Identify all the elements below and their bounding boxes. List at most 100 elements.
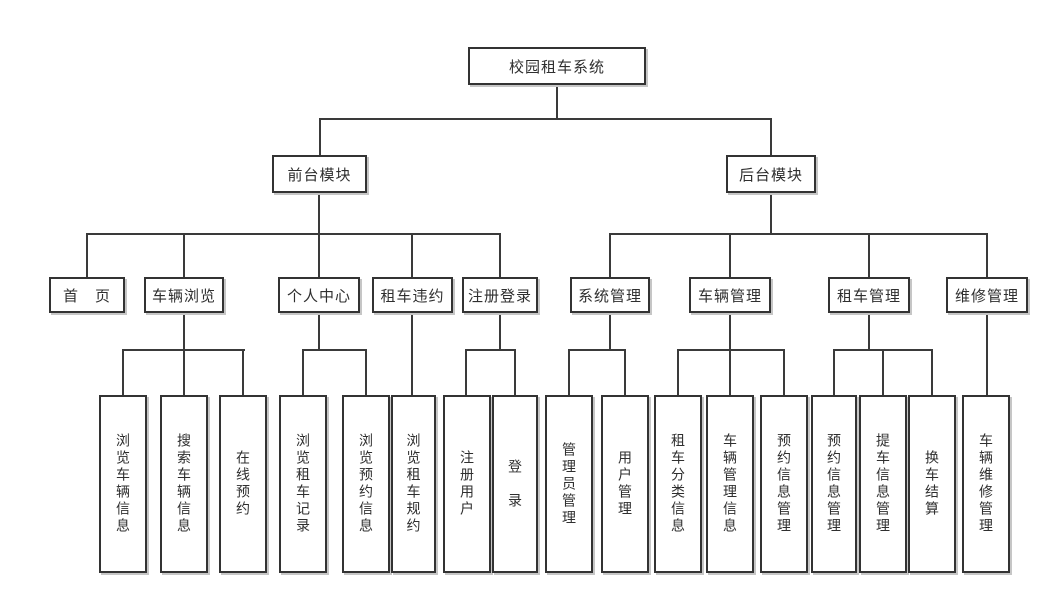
node-label: 前台模块	[287, 166, 352, 184]
connector-line	[499, 233, 501, 278]
leaf-browse-vehicle-info: 浏览车辆信息	[99, 395, 147, 573]
leaf-label: 预约信息管理	[776, 433, 792, 535]
leaf-label: 搜索车辆信息	[176, 433, 192, 535]
node-label: 车辆浏览	[151, 287, 216, 305]
connector-line	[242, 349, 244, 396]
node-label: 维修管理	[954, 287, 1019, 305]
connector-line	[677, 349, 679, 396]
node-label: 后台模块	[738, 166, 803, 184]
node-vehicle-browse: 车辆浏览	[144, 277, 224, 313]
connector-line	[568, 349, 570, 396]
connector-line	[122, 349, 124, 396]
node-personal-center: 个人中心	[278, 277, 360, 313]
node-maintenance-mgmt: 维修管理	[946, 277, 1028, 313]
node-root: 校园租车系统	[468, 47, 646, 85]
node-label: 首 页	[62, 287, 111, 305]
node-vehicle-mgmt: 车辆管理	[689, 277, 771, 313]
node-label: 注册登录	[467, 287, 532, 305]
connector-line	[833, 349, 835, 396]
node-root-label: 校园租车系统	[508, 58, 605, 76]
connector-line	[411, 312, 413, 396]
connector-line	[465, 349, 467, 396]
leaf-label: 车辆管理信息	[722, 433, 738, 535]
connector-line	[411, 233, 413, 278]
leaf-label: 注册用户	[459, 450, 475, 518]
leaf-admin-mgmt: 管理员管理	[545, 395, 593, 573]
node-rental-breach: 租车违约	[372, 277, 453, 313]
node-label: 系统管理	[577, 287, 642, 305]
leaf-label: 浏览租车记录	[295, 433, 311, 535]
leaf-label: 浏览预约信息	[358, 433, 374, 535]
leaf-label: 在线预约	[235, 450, 251, 518]
connector-line	[770, 118, 772, 155]
connector-line	[783, 349, 785, 396]
connector-line	[183, 312, 185, 350]
node-register-login: 注册登录	[462, 277, 538, 313]
connector-line	[318, 192, 320, 234]
connector-line	[319, 118, 772, 120]
leaf-label: 换车结算	[924, 450, 940, 518]
node-system-mgmt: 系统管理	[570, 277, 650, 313]
leaf-user-mgmt: 用户管理	[601, 395, 649, 573]
connector-line	[986, 312, 988, 396]
connector-line	[465, 349, 516, 351]
node-label: 个人中心	[286, 287, 351, 305]
leaf-reservation-info-mgmt-1: 预约信息管理	[760, 395, 808, 573]
leaf-label: 浏览车辆信息	[115, 433, 131, 535]
connector-line	[302, 349, 304, 396]
node-label: 租车违约	[380, 287, 445, 305]
leaf-reservation-info-mgmt-2: 预约信息管理	[811, 395, 857, 573]
leaf-search-vehicle-info: 搜索车辆信息	[160, 395, 208, 573]
connector-line	[677, 349, 785, 351]
leaf-label: 提车信息管理	[875, 433, 891, 535]
leaf-browse-rental-records: 浏览租车记录	[279, 395, 327, 573]
leaf-browse-rental-rules: 浏览租车规约	[391, 395, 436, 573]
connector-line	[729, 349, 731, 396]
connector-line	[183, 233, 185, 278]
leaf-label: 浏览租车规约	[405, 433, 422, 535]
node-front-module: 前台模块	[272, 155, 367, 193]
leaf-label: 用户管理	[617, 450, 633, 518]
leaf-rental-category-info: 租车分类信息	[654, 395, 702, 573]
leaf-label: 租车分类信息	[670, 433, 686, 535]
connector-line	[318, 233, 320, 278]
node-label: 车辆管理	[697, 287, 762, 305]
connector-line	[729, 312, 731, 350]
connector-line	[318, 312, 320, 350]
leaf-browse-reservation-info: 浏览预约信息	[342, 395, 390, 573]
connector-line	[302, 349, 367, 351]
connector-line	[609, 233, 988, 235]
leaf-label: 车辆维修管理	[978, 433, 994, 535]
connector-line	[729, 233, 731, 278]
connector-line	[609, 312, 611, 350]
connector-line	[499, 312, 501, 350]
node-home: 首 页	[49, 277, 125, 313]
node-rental-mgmt: 租车管理	[828, 277, 910, 313]
leaf-label: 管理员管理	[561, 441, 577, 527]
connector-line	[568, 349, 626, 351]
connector-line	[770, 192, 772, 234]
leaf-online-reservation: 在线预约	[219, 395, 267, 573]
connector-line	[556, 84, 558, 120]
connector-line	[931, 349, 933, 396]
connector-line	[319, 118, 321, 155]
connector-line	[183, 349, 185, 396]
node-back-module: 后台模块	[726, 155, 816, 193]
leaf-label: 预约信息管理	[826, 433, 842, 535]
leaf-register-user: 注册用户	[443, 395, 491, 573]
leaf-label: 登 录	[507, 458, 523, 510]
connector-line	[609, 233, 611, 278]
connector-line	[365, 349, 367, 396]
connector-line	[882, 349, 884, 396]
leaf-vehicle-mgmt-info: 车辆管理信息	[706, 395, 754, 573]
connector-line	[624, 349, 626, 396]
connector-line	[868, 233, 870, 278]
leaf-login: 登 录	[492, 395, 538, 573]
connector-line	[514, 349, 516, 396]
connector-line	[86, 233, 88, 278]
node-label: 租车管理	[836, 287, 901, 305]
connector-line	[868, 312, 870, 350]
connector-line	[86, 233, 501, 235]
connector-line	[986, 233, 988, 278]
